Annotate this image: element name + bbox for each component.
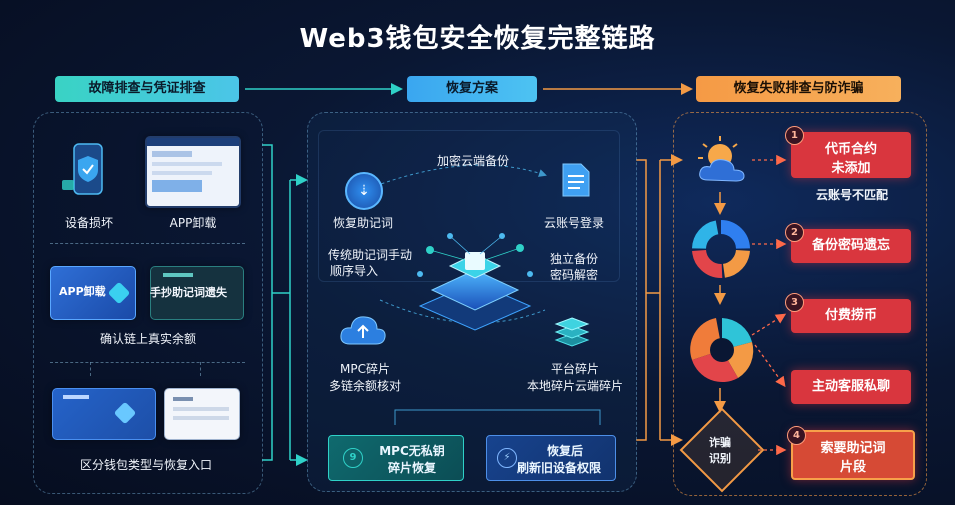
risk-1-line2: 未添加 — [831, 161, 871, 176]
label-platform-shard-2: 本地碎片云端碎片 — [526, 379, 623, 393]
wallet-card-white — [164, 388, 240, 440]
troubleshoot-panel — [33, 112, 263, 494]
risk-5-line2: 片段 — [839, 460, 866, 475]
app-uninstall-card: APP卸载 — [50, 266, 136, 320]
risk-3-line1: 付费捞币 — [824, 308, 877, 323]
column-label-troubleshoot: 故障排查与凭证排查 — [55, 76, 239, 102]
recovery-badge-icon: 9 — [343, 448, 363, 468]
wallet-card-blue — [52, 388, 156, 440]
risk-5-line1: 索要助记词 — [820, 441, 886, 456]
mpc-shard-recovery-button[interactable]: 9 MPC无私钥 碎片恢复 — [328, 435, 464, 481]
risk-paid-recovery-box: 3 付费捞币 — [785, 293, 911, 333]
label-recovery-phrase: 恢复助记词 — [332, 216, 393, 230]
app-uninstall-card-label: APP卸载 — [59, 285, 106, 298]
risk-4-line1: 主动客服私聊 — [811, 379, 890, 394]
label-app-uninstalled: APP卸载 — [169, 216, 217, 230]
antiscam-panel — [673, 112, 927, 496]
label-confirm-balance: 确认链上真实余额 — [99, 332, 196, 346]
stack-layers-icon — [552, 312, 592, 348]
label-encrypted-cloud-backup: 加密云端备份 — [436, 154, 509, 168]
risk-1-line1: 代币合约 — [824, 142, 877, 157]
central-platform-graphic — [417, 233, 533, 331]
risk-badge-3: 3 — [785, 293, 804, 312]
page-title: Web3钱包安全恢复完整链路 — [299, 24, 656, 54]
label-platform-shard-1: 平台碎片 — [550, 362, 599, 376]
recovery-phrase-icon: ⇣ — [345, 172, 383, 210]
donut-chart-icon — [692, 220, 750, 278]
mpc-button-line2: 碎片恢复 — [387, 461, 436, 475]
risk-token-contract-box: 1 代币合约 未添加 — [785, 126, 911, 178]
column-label-recovery: 恢复方案 — [407, 76, 537, 102]
label-device-damaged: 设备损坏 — [64, 216, 113, 230]
cube-icon — [107, 281, 131, 305]
label-independent-backup-1: 独立备份 — [549, 252, 598, 266]
risk-badge-1: 1 — [785, 126, 804, 145]
refresh-button-line1: 恢复后 — [546, 444, 583, 458]
app-dashboard-thumbnail — [145, 136, 241, 208]
sun-cloud-icon — [694, 134, 752, 186]
risk-badge-4: 4 — [787, 426, 806, 445]
refresh-button-line2: 刷新旧设备权限 — [516, 461, 601, 475]
label-handwritten-lost: 手抄助记词遗失 — [150, 286, 227, 299]
document-icon — [561, 162, 591, 198]
risk-2-line1: 备份密码遗忘 — [811, 238, 890, 253]
mpc-button-line1: MPC无私钥 — [379, 444, 445, 458]
label-independent-backup-2: 密码解密 — [549, 268, 598, 282]
handwritten-lost-card — [150, 266, 244, 320]
label-distinguish-wallet: 区分钱包类型与恢复入口 — [79, 458, 212, 472]
pie-chart-icon — [690, 318, 754, 383]
label-scam-detect-1: 诈骗 — [709, 436, 731, 449]
column-label-antiscam: 恢复失败排查与防诈骗 — [696, 76, 901, 102]
label-traditional-import-2: 顺序导入 — [329, 264, 378, 278]
label-scam-detect-2: 识别 — [709, 452, 731, 465]
cloud-upload-icon — [338, 310, 388, 348]
phone-shield-icon — [62, 140, 110, 200]
label-cloud-mismatch: 云账号不匹配 — [815, 188, 888, 202]
cube-icon — [113, 401, 137, 425]
risk-phrase-request-box: 4 索要助记词 片段 — [787, 426, 915, 480]
label-mpc-shard-1: MPC碎片 — [340, 362, 390, 376]
risk-support-dm-box: 主动客服私聊 — [791, 370, 911, 404]
label-mpc-shard-2: 多链余额核对 — [328, 379, 401, 393]
refresh-device-permission-button[interactable]: ⚡ 恢复后 刷新旧设备权限 — [486, 435, 616, 481]
lightning-icon: ⚡ — [497, 448, 517, 468]
risk-badge-2: 2 — [785, 223, 804, 242]
label-cloud-account-login: 云账号登录 — [543, 216, 604, 230]
risk-backup-password-box: 2 备份密码遗忘 — [785, 223, 911, 263]
label-traditional-import-1: 传统助记词手动 — [327, 248, 412, 262]
